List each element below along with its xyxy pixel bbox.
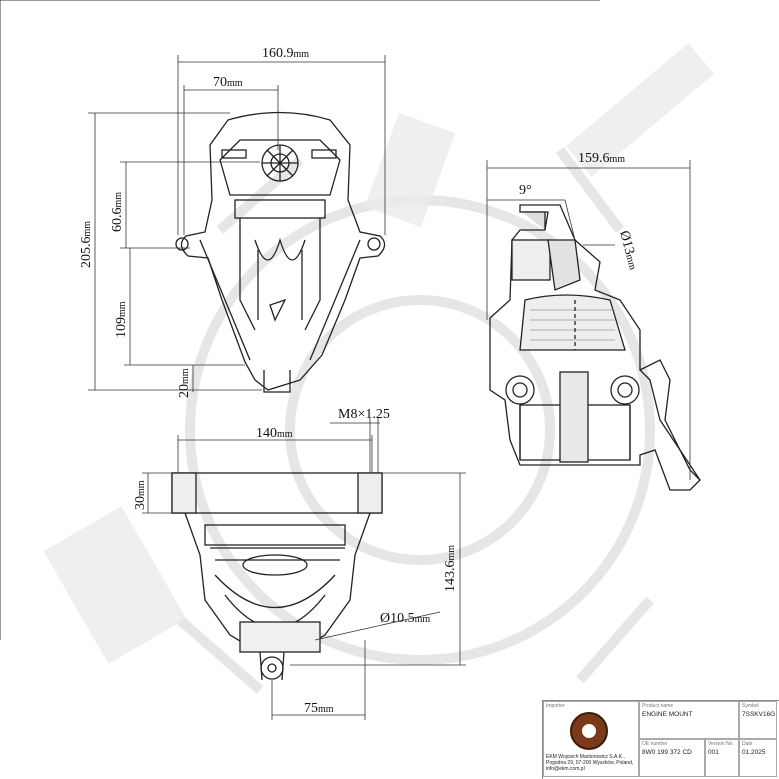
dim-side-width: 159.6mm — [578, 151, 625, 166]
dim-bottom-depth: 30mm — [133, 480, 148, 510]
date-cell: Date 01.2025 — [739, 739, 777, 777]
product-cell: Product name ENGINE MOUNT — [639, 701, 739, 739]
date-value: 01.2025 — [742, 749, 766, 756]
dim-bottom-span: 75mm — [304, 701, 334, 716]
company-text: EKM Wojciech Mantorowicz S.A.K., Pogodna… — [546, 754, 634, 772]
company-cell: Importer EKM Wojciech Mantorowicz S.A.K.… — [543, 701, 639, 777]
symbol-value: 7SSKV16G — [742, 711, 776, 718]
dim-height-low: 20mm — [177, 368, 192, 398]
dim-height-upper: 60.6mm — [110, 192, 125, 232]
oe-cell: OE number 8W0 199 372 CD — [639, 739, 705, 777]
version-number: 001 — [708, 749, 719, 756]
dim-side-dia: Ø13mm — [616, 229, 641, 271]
product-name: ENGINE MOUNT — [642, 711, 693, 718]
dimension-labels: 160.9mm 70mm 205.6mm 60.6mm 109mm 20mm 1… — [79, 46, 641, 716]
oe-number: 8W0 199 372 CD — [642, 749, 692, 756]
dim-angle: 9° — [519, 183, 532, 198]
dim-top-width: 160.9mm — [262, 46, 309, 61]
bottom-view — [171, 472, 383, 681]
company-logo — [570, 712, 608, 750]
dimension-lines — [88, 55, 691, 720]
dim-bottom-height: 143.6mm — [443, 545, 458, 592]
dim-bottom-width: 140mm — [256, 426, 293, 441]
side-view — [489, 204, 701, 491]
symbol-cell: Symbol 7SSKV16G — [739, 701, 777, 739]
dim-top-inner: 70mm — [213, 75, 243, 90]
dim-height-total: 205.6mm — [79, 221, 94, 268]
dim-thread: M8×1.25 — [338, 407, 390, 422]
dim-hole-dia: Ø10.5mm — [380, 611, 430, 626]
title-block: Importer EKM Wojciech Mantorowicz S.A.K.… — [542, 700, 779, 779]
watermark-pattern — [43, 43, 715, 664]
version-cell: Version No. 001 — [705, 739, 739, 777]
front-view — [175, 111, 386, 393]
dim-height-mid: 109mm — [114, 301, 129, 338]
